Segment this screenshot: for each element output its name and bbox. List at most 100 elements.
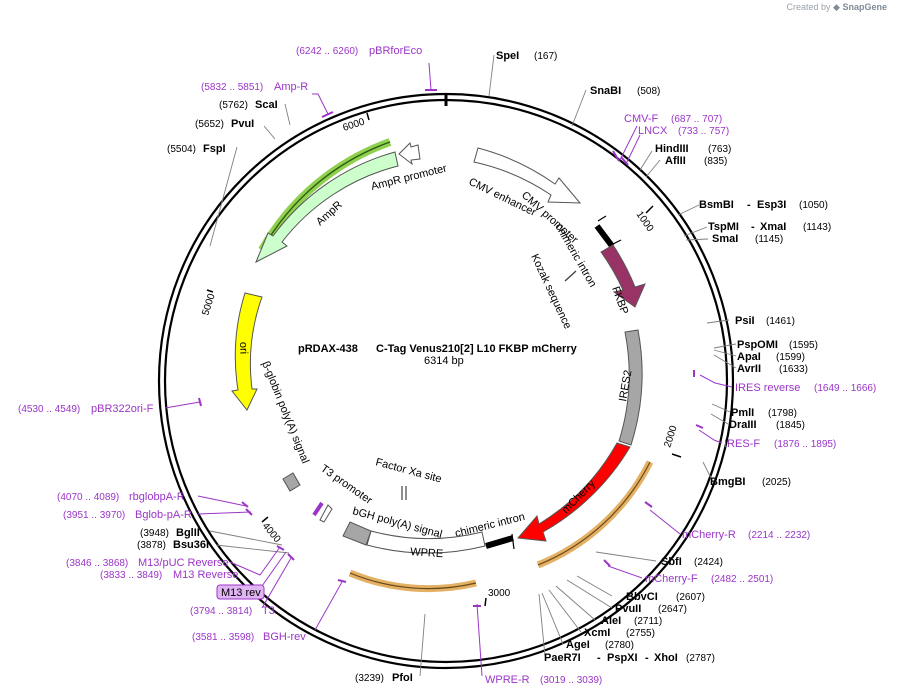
primer-ires-f[interactable]: IRES-F: [724, 438, 760, 450]
enzyme-pos: (1595): [789, 340, 818, 351]
primer-pbr322ori-f[interactable]: pBR322ori-F: [91, 403, 154, 415]
enzyme-aleI[interactable]: AleI: [601, 615, 621, 627]
feature-label-beta-globin: β-globin poly(A) signal: [259, 360, 311, 466]
primer-ires-reverse[interactable]: IRES reverse: [735, 382, 800, 394]
enzyme-pos: (835): [704, 156, 727, 167]
chimeric-intron-2-bar[interactable]: [485, 535, 514, 549]
enzyme-scaI[interactable]: ScaI: [255, 99, 278, 111]
selected-primer-box[interactable]: [216, 584, 265, 600]
primer-pos: (2482 .. 2501): [711, 574, 773, 585]
enzyme-smaI[interactable]: SmaI: [712, 233, 738, 245]
primer-pos: (4070 .. 4089): [57, 492, 119, 503]
plasmid-description: C-Tag Venus210[2] L10 FKBP mCherry: [376, 343, 578, 355]
primer-pos: (5832 .. 5851): [201, 82, 263, 93]
primer-cmv-f[interactable]: CMV-F: [624, 113, 659, 125]
primer-pos: (2214 .. 2232): [748, 530, 810, 541]
enzyme-tspMI[interactable]: TspMI: [708, 221, 739, 233]
kozak-sequence-mark: [564, 270, 577, 282]
enzyme-draIII[interactable]: DraIII: [729, 419, 757, 431]
primer-mcherry-f[interactable]: mCherry-F: [645, 573, 698, 585]
enzyme-xhoI[interactable]: XhoI: [654, 652, 678, 664]
primer-pos: (687 .. 707): [671, 114, 722, 125]
primer-lncx[interactable]: LNCX: [638, 125, 668, 137]
primer-pos: (3581 .. 3598): [192, 632, 254, 643]
enzyme-pos: (508): [637, 86, 660, 97]
primer-bgh-rev[interactable]: BGH-rev: [263, 631, 306, 643]
plasmid-size: 6314 bp: [424, 355, 464, 367]
feature-label-factor-xa: Factor Xa site: [374, 456, 443, 485]
enzyme-pfoI[interactable]: PfoI: [392, 672, 413, 684]
enzyme-xmaI[interactable]: XmaI: [760, 221, 786, 233]
plasmid-name: pRDAX-438: [298, 343, 358, 355]
enzyme-pos: (1143): [803, 222, 831, 233]
selected-primer-label[interactable]: M13 rev: [221, 587, 261, 599]
enzyme-fspI[interactable]: FspI: [203, 143, 226, 155]
ori-arrow[interactable]: [231, 292, 263, 411]
primer-mcherry-r[interactable]: mCherry-R: [682, 529, 736, 541]
enzyme-pos: (167): [534, 51, 557, 62]
fkbp-arrow[interactable]: [600, 244, 646, 308]
primer-m13-reverse[interactable]: M13 Reverse: [173, 569, 238, 581]
primer-pBRforEco[interactable]: pBRforEco: [369, 45, 422, 57]
enzyme-bsmBI[interactable]: BsmBI: [699, 199, 734, 211]
enzyme-pos: (2647): [658, 604, 687, 615]
primer-t3[interactable]: T3: [262, 605, 275, 617]
enzyme-hindIII[interactable]: HindIII: [655, 143, 689, 155]
enzyme-xcmI[interactable]: XcmI: [584, 627, 610, 639]
mcherry-arrow[interactable]: [516, 442, 631, 542]
enzyme-pos: (3878): [137, 540, 166, 551]
feature-label-kozak: Kozak sequence: [528, 252, 573, 331]
enzyme-snaBI[interactable]: SnaBI: [590, 85, 621, 97]
beta-globin-polya-bar[interactable]: [282, 472, 301, 492]
ires2-bar[interactable]: [618, 329, 643, 446]
enzyme-paeR7I[interactable]: PaeR7I: [544, 652, 581, 664]
watermark-prefix: Created by: [786, 2, 831, 12]
enzyme-pos: (5652): [195, 119, 224, 130]
enzyme-psiI[interactable]: PsiI: [735, 315, 755, 327]
enzyme-pos: (1798): [768, 408, 797, 419]
enzyme-esp3I[interactable]: Esp3I: [757, 199, 786, 211]
bgh-polya-bar[interactable]: [342, 521, 372, 546]
t3-promoter-arrow[interactable]: [319, 504, 333, 523]
enzyme-pspOMI[interactable]: PspOMI: [737, 339, 778, 351]
enzyme-pspXI[interactable]: PspXI: [607, 652, 638, 664]
enzyme-bbvCI[interactable]: BbvCI: [626, 591, 658, 603]
primer-amp-r[interactable]: Amp-R: [274, 81, 308, 93]
cmv-enhancer-promoter-arrow[interactable]: [473, 147, 582, 204]
enzyme-pos: (3948): [140, 528, 169, 539]
enzyme-sbfI[interactable]: SbfI: [661, 556, 682, 568]
enzyme-pos: (1050): [799, 200, 828, 211]
enzyme-bmgBI[interactable]: BmgBI: [710, 476, 745, 488]
enzyme-pmlI[interactable]: PmlI: [731, 407, 754, 419]
enzyme-speI[interactable]: SpeI: [496, 50, 519, 62]
enzyme-bsu36I[interactable]: Bsu36I: [173, 539, 209, 551]
primer-pos: (4530 .. 4549): [18, 404, 80, 415]
enzyme-pos: (2755): [626, 628, 655, 639]
ampr-arrow[interactable]: [255, 151, 399, 264]
enzyme-apaI[interactable]: ApaI: [737, 351, 761, 363]
feature-label-ori: ori: [237, 342, 249, 355]
enzyme-pos: (2787): [686, 653, 715, 664]
ampr-promoter-arrow[interactable]: [398, 142, 421, 166]
primer-pos: (3019 .. 3039): [540, 675, 602, 686]
enzyme-pvuI[interactable]: PvuI: [231, 118, 254, 130]
enzyme-ageI[interactable]: AgeI: [566, 639, 590, 651]
enzyme-avrII[interactable]: AvrII: [737, 363, 761, 375]
primer-m13-puc-reverse[interactable]: M13/pUC Reverse: [138, 557, 228, 569]
primer-leaders: [164, 62, 733, 677]
feature-label-ires2: IRES2: [617, 369, 634, 402]
enzyme-pos: (2780): [605, 640, 634, 651]
primer-wpre-r[interactable]: WPRE-R: [485, 674, 530, 686]
primer-rbglobpa-r[interactable]: rbglobpA-R: [129, 491, 185, 503]
enzyme-bglII[interactable]: BglII: [176, 527, 200, 539]
enzyme-aflII[interactable]: AflII: [665, 155, 686, 167]
enzyme-pos: (2711): [634, 616, 662, 627]
enzyme-pvuII[interactable]: PvuII: [615, 603, 641, 615]
chimeric-intron-1-bar[interactable]: [594, 224, 615, 248]
enzyme-pos: (1845): [776, 420, 805, 431]
primer-pos: (1876 .. 1895): [774, 439, 836, 450]
primer-bglob-pa-r[interactable]: Bglob-pA-R: [135, 509, 192, 521]
primer-labels: (6242 .. 6260) pBRforEco (5832 .. 5851) …: [18, 45, 876, 686]
enzyme-pos: (1633): [779, 364, 808, 375]
